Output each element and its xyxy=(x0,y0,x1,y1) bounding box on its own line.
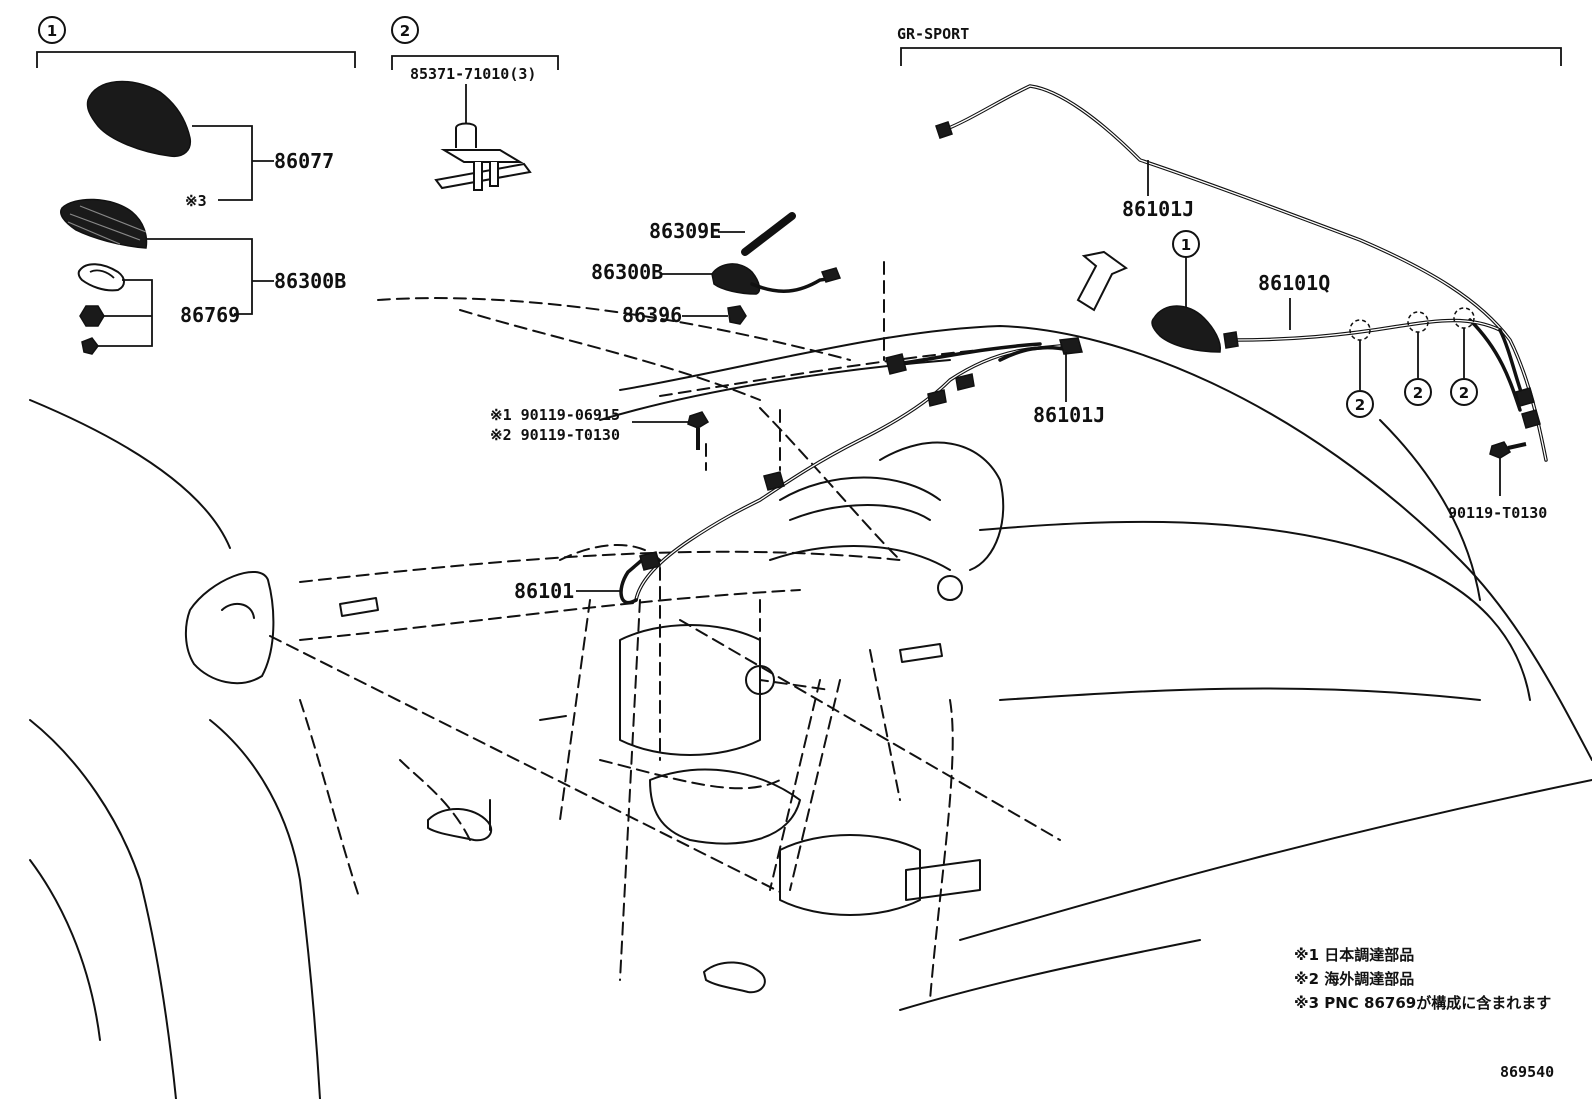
antenna-cable-86101Q xyxy=(1223,318,1541,429)
gr-sport-harness-86101J xyxy=(935,84,1548,462)
shark-fin-1: 1 xyxy=(1151,230,1222,353)
mark-1: 1 xyxy=(1181,236,1191,254)
clip-part xyxy=(81,337,99,355)
cable-clamp-85371 xyxy=(434,122,532,191)
mark-2b: 2 xyxy=(1413,384,1423,402)
bolt-90119 xyxy=(687,411,710,450)
label-86101J-upper: 86101J xyxy=(1122,197,1194,221)
group-1-mark: 1 xyxy=(47,22,57,40)
label-86309E: 86309E xyxy=(649,219,721,243)
label-86101Q: 86101Q xyxy=(1258,271,1330,295)
note-1: ※1 日本調達部品 xyxy=(1294,946,1414,964)
mark-2c: 2 xyxy=(1459,384,1469,402)
group-1-leaders xyxy=(98,125,274,347)
label-ref-3: ※3 xyxy=(185,192,207,210)
gr-sport-header: GR-SPORT xyxy=(897,25,1562,66)
antenna-base-86300B xyxy=(711,263,842,295)
label-86077: 86077 xyxy=(274,149,334,173)
vehicle-interior-outline xyxy=(29,261,1592,1099)
label-90119-T0130: 90119-T0130 xyxy=(1448,504,1547,522)
note-2: ※2 海外調達部品 xyxy=(1294,970,1414,988)
label-bolt-ref-2: ※2 90119-T0130 xyxy=(490,426,620,444)
clamp-callouts: 2 2 2 xyxy=(1346,307,1478,418)
label-bolt-ref-1: ※1 90119-06915 xyxy=(490,406,620,424)
bolt-90119-T0130-right xyxy=(1489,441,1527,496)
antenna-rod-86309E xyxy=(741,212,796,256)
antenna-base-86300B-left xyxy=(60,198,148,249)
gr-sport-label: GR-SPORT xyxy=(897,25,969,43)
label-86300B-left: 86300B xyxy=(274,269,346,293)
label-85371-71010: 85371-71010(3) xyxy=(410,65,536,83)
mark-2a: 2 xyxy=(1355,396,1365,414)
direction-arrow xyxy=(1076,250,1129,312)
nut-part xyxy=(79,305,105,327)
note-3: ※3 PNC 86769が構成に含まれます xyxy=(1294,994,1551,1012)
shark-fin-cover-86077 xyxy=(86,80,192,158)
label-86769: 86769 xyxy=(180,303,240,327)
figure-number: 869540 xyxy=(1500,1063,1554,1081)
label-86101J-lower: 86101J xyxy=(1033,403,1105,427)
group-1-header: 1 xyxy=(36,16,356,68)
label-86300B: 86300B xyxy=(591,260,663,284)
label-86101: 86101 xyxy=(514,579,574,603)
gasket-86769 xyxy=(77,263,125,292)
wiring-harness-86101 xyxy=(619,337,1083,605)
group-2-header: 2 xyxy=(391,16,559,70)
group-2-mark: 2 xyxy=(400,22,410,40)
nut-86396 xyxy=(727,305,747,325)
